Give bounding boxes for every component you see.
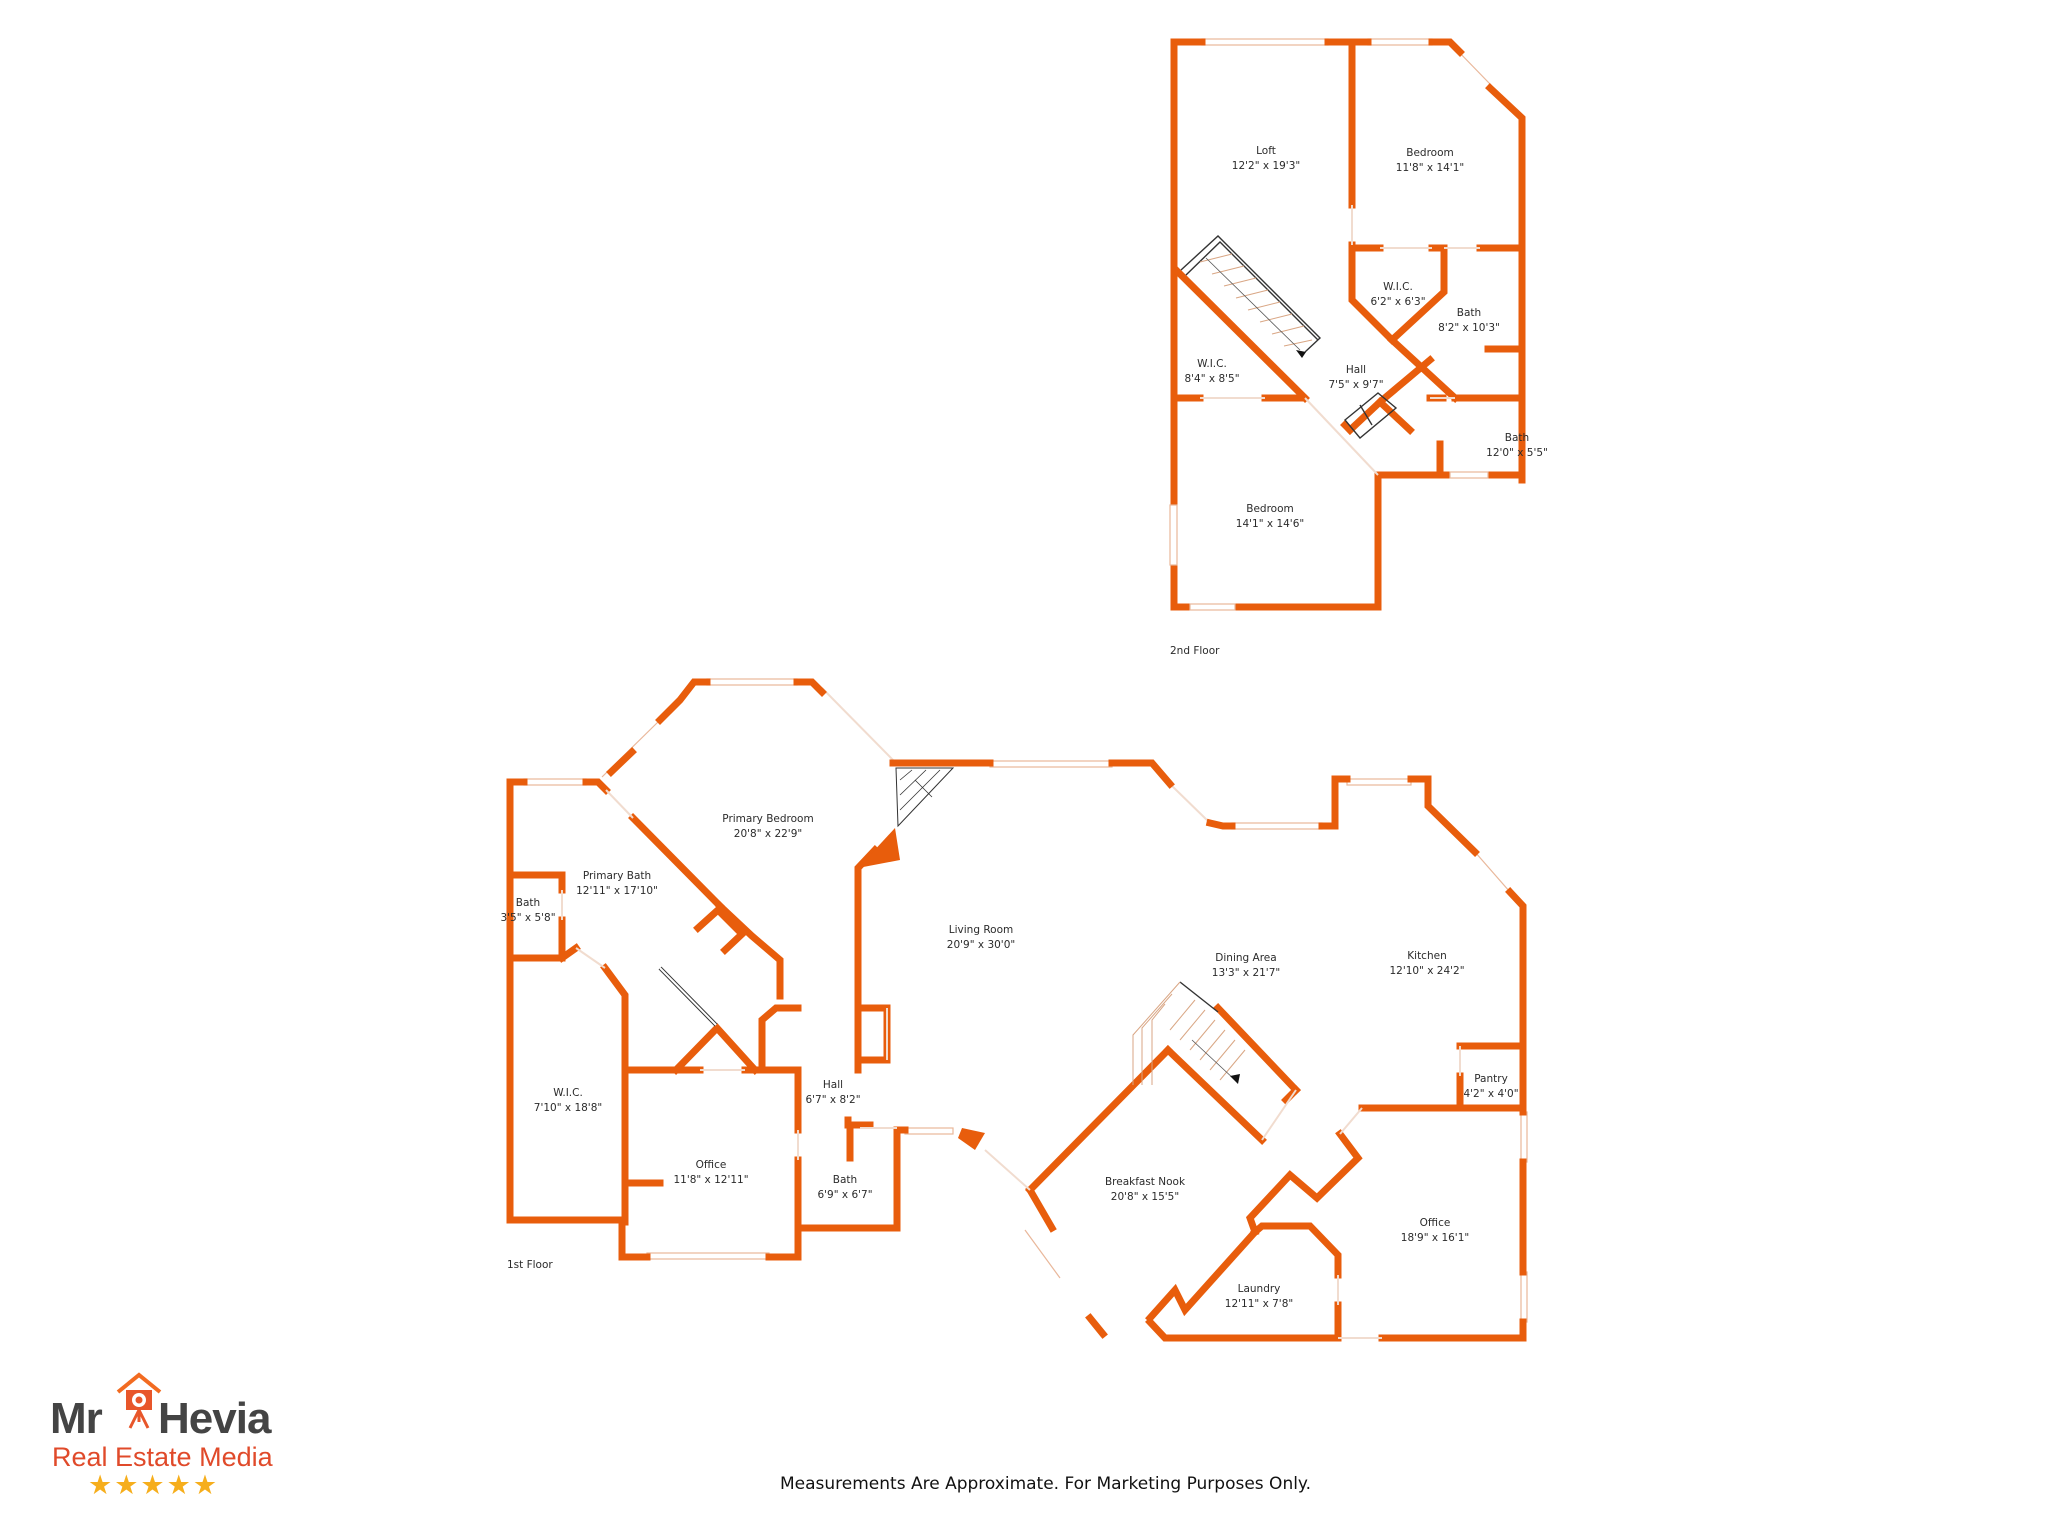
rating-stars-icon: ★★★★★ xyxy=(88,1470,220,1501)
main-staircase-icon xyxy=(1132,981,1246,1085)
room-pantry: Pantry 4'2" x 4'0" xyxy=(1463,1073,1519,1100)
room-hall-lower: Hall 6'7" x 8'2" xyxy=(805,1079,861,1106)
room-wic-left: W.I.C. 8'4" x 8'5" xyxy=(1184,358,1240,385)
room-breakfast-nook: Breakfast Nook 20'8" x 15'5" xyxy=(1104,1176,1186,1203)
room-wic-lower: W.I.C. 7'10" x 18'8" xyxy=(533,1087,603,1114)
room-bedroom-lower: Bedroom 14'1" x 14'6" xyxy=(1235,503,1305,530)
room-living-room: Living Room 20'9" x 30'0" xyxy=(946,924,1016,951)
room-primary-bedroom: Primary Bedroom 20'8" x 22'9" xyxy=(722,813,814,840)
fireplace-icon xyxy=(895,767,955,828)
room-bath-lower: Bath 6'9" x 6'7" xyxy=(817,1174,873,1201)
brand-logo: Mr Hevia Real Estate Media ★★★★★ xyxy=(50,1372,290,1501)
room-office-right: Office 18'9" x 16'1" xyxy=(1400,1217,1470,1244)
first-floor-plan xyxy=(506,678,1528,1342)
room-bath-upper: Bath 8'2" x 10'3" xyxy=(1438,307,1500,334)
room-loft: Loft 12'2" x 19'3" xyxy=(1231,145,1301,172)
house-camera-icon xyxy=(116,1372,162,1429)
room-bath-hall: Bath 12'0" x 5'5" xyxy=(1486,432,1548,459)
room-office-left: Office 11'8" x 12'11" xyxy=(673,1159,749,1186)
small-staircase-icon xyxy=(1344,392,1398,439)
room-wic-upper: W.I.C. 6'2" x 6'3" xyxy=(1370,281,1426,308)
room-dining-area: Dining Area 13'3" x 21'7" xyxy=(1211,952,1281,979)
floor-label-1st: 1st Floor xyxy=(507,1259,553,1271)
disclaimer-text: Measurements Are Approximate. For Market… xyxy=(780,1474,1311,1494)
room-primary-bath: Primary Bath 12'11" x 17'10" xyxy=(576,870,658,897)
room-laundry: Laundry 12'11" x 7'8" xyxy=(1224,1283,1294,1310)
staircase-icon xyxy=(1180,235,1322,358)
room-hall-upper: Hall 7'5" x 9'7" xyxy=(1328,364,1384,391)
room-kitchen: Kitchen 12'10" x 24'2" xyxy=(1389,950,1465,977)
floor-label-2nd: 2nd Floor xyxy=(1170,645,1220,657)
room-bedroom-upper: Bedroom 11'8" x 14'1" xyxy=(1395,147,1465,174)
room-bath-small: Bath 3'5" x 5'8" xyxy=(500,897,556,924)
second-floor-plan xyxy=(1169,38,1526,611)
